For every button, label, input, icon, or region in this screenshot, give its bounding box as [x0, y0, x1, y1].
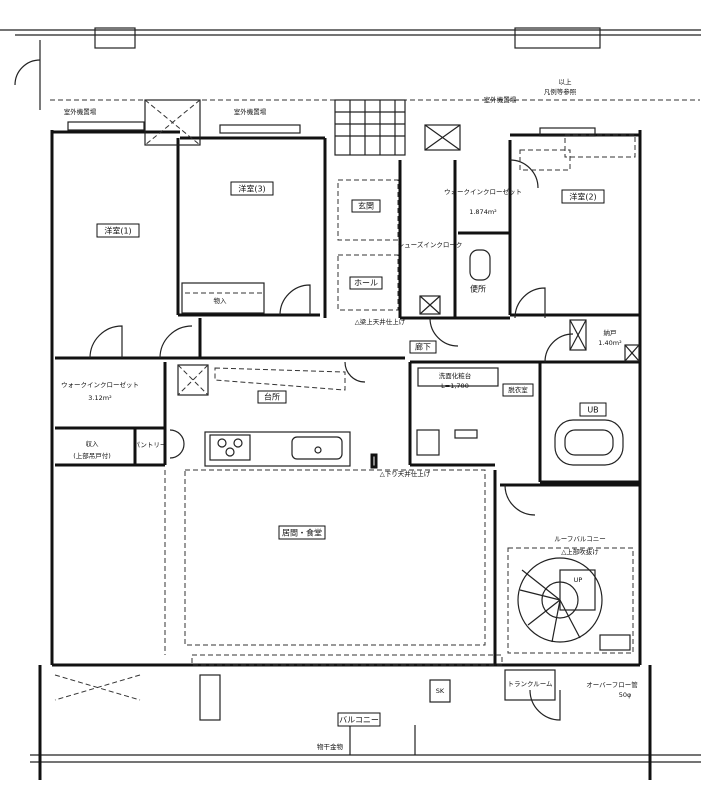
room-storeroom: 納戸	[604, 328, 618, 337]
ceiling-lines	[164, 469, 634, 655]
room-shoe-cloak: シューズインクローク	[398, 240, 463, 249]
room-bath: UB	[587, 406, 598, 415]
fixtures	[177, 149, 624, 469]
pantry-label: パントリー	[134, 441, 167, 449]
ceiling-note-1: △梁上天井仕上げ	[355, 317, 406, 326]
room-corridor: 廊下	[415, 342, 431, 352]
room-trunk: トランクルーム	[507, 680, 553, 688]
ac-label-1: 室外機置場	[64, 107, 97, 116]
hanger-label: 物干金物	[317, 742, 344, 751]
stair-void-note: △上部吹抜け	[561, 547, 599, 556]
windows	[67, 99, 640, 666]
roof-balcony-label: ルーフバルコニー	[554, 535, 605, 543]
doors	[89, 159, 574, 721]
room-western-1: 洋室(1)	[104, 226, 131, 236]
room-wic2-area: 3.12m²	[88, 394, 112, 402]
stair-up-label: UP	[574, 576, 583, 584]
sk-label: SK	[436, 687, 445, 695]
room-storage: 収入	[86, 440, 100, 448]
room-wic2: ウォークインクローゼット	[61, 380, 139, 389]
room-western-2: 洋室(2)	[569, 192, 596, 202]
room-western-3: 洋室(3)	[238, 184, 265, 194]
overflow-pipe-label: オーバーフロー管	[586, 680, 638, 689]
room-hall: ホール	[354, 279, 378, 288]
top-note-2: 凡例等参照	[544, 87, 577, 96]
room-labels: 以上 凡例等参照 室外機置場 室外機置場 室外機置場 洋室(1) 洋室(3) 洋…	[61, 77, 638, 751]
room-storage-note: (上部吊戸付)	[73, 451, 111, 460]
top-exterior	[0, 27, 701, 110]
spiral-staircase	[517, 557, 631, 651]
overflow-pipe-size: 50φ	[619, 691, 632, 699]
room-entrance: 玄関	[358, 201, 374, 211]
room-wic1: ウォークインクローゼット	[444, 187, 522, 196]
room-living-dining: 居間・食堂	[282, 528, 322, 538]
room-balcony: バルコニー	[339, 716, 379, 725]
closet-label: 物入	[214, 296, 228, 305]
ceiling-note-2: △下り天井仕上げ	[380, 469, 431, 478]
vanity-length: L=1,700	[441, 382, 469, 390]
room-wic1-area: 1.874m²	[469, 208, 497, 216]
entrance-tiles	[334, 99, 461, 315]
top-note-1: 以上	[559, 77, 573, 86]
ac-label-3: 室外機置場	[484, 95, 517, 104]
room-kitchen: 台所	[264, 392, 280, 402]
walls	[50, 130, 642, 667]
room-toilet: 便所	[470, 284, 486, 294]
balcony-structure	[30, 665, 701, 780]
room-dressing: 脱衣室	[508, 385, 528, 394]
ac-label-2: 室外機置場	[234, 107, 267, 116]
room-storeroom-area: 1.40m²	[598, 339, 622, 347]
vanity-label: 洗面化粧台	[439, 371, 472, 380]
